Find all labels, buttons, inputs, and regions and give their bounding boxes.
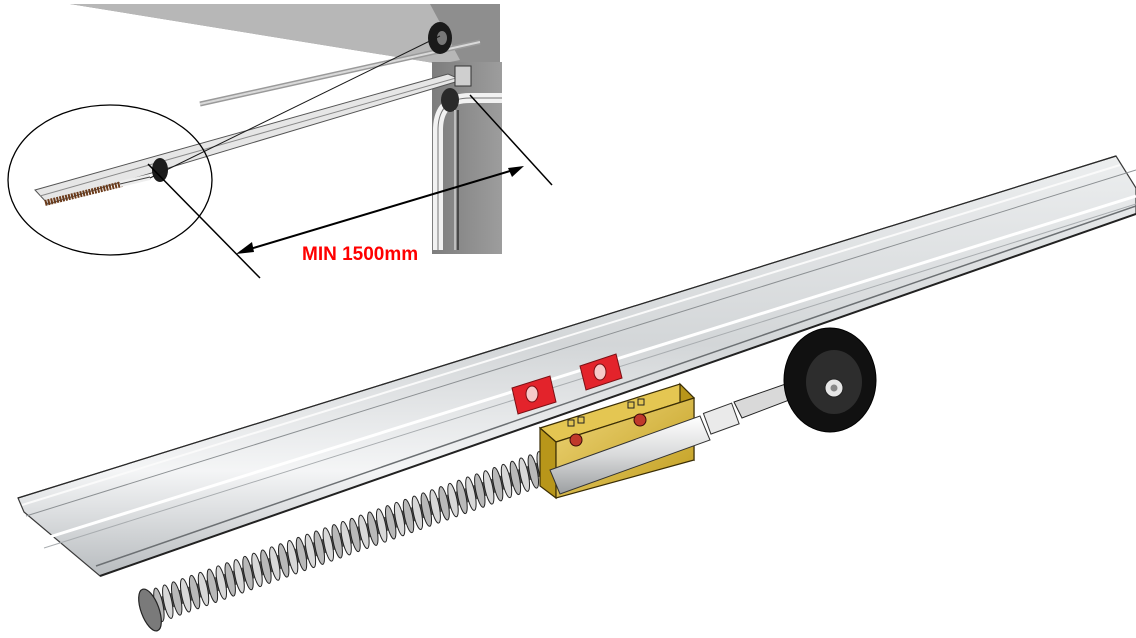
spring-coil: [251, 552, 263, 588]
top-view-inset: [7, 4, 553, 279]
spring-coil: [188, 574, 201, 610]
spring-coil: [527, 454, 539, 489]
spring-coil: [411, 495, 424, 530]
spring-coil: [509, 460, 522, 496]
spring-coil: [269, 546, 281, 581]
spring-coil: [278, 543, 290, 578]
pulley-assembly: [702, 327, 877, 435]
spring-coil: [242, 555, 254, 591]
mini-spring: [44, 181, 123, 206]
spring-coil: [420, 492, 432, 527]
spring-coil: [376, 508, 388, 543]
spring-coil: [429, 489, 441, 524]
bracket-tube: [549, 415, 711, 495]
spring-coil: [456, 479, 468, 515]
spring-coil: [465, 476, 477, 511]
spring-coil: [385, 505, 397, 540]
detail-circle: [7, 104, 213, 256]
spring-coil: [331, 524, 343, 559]
spring-coil: [483, 470, 495, 505]
ceiling-panel: [70, 4, 500, 250]
spring-coil: [295, 536, 308, 572]
red-clips: [511, 353, 623, 415]
spring-coil: [304, 533, 317, 569]
spring-coil: [322, 527, 334, 562]
spring-coil: [171, 581, 183, 616]
spring-coil: [197, 571, 210, 607]
spring-coil: [402, 498, 415, 534]
spring-coil: [260, 549, 272, 584]
spring-end-cap: [138, 588, 162, 632]
spring-coil: [224, 562, 236, 597]
spring-coil: [474, 473, 486, 508]
spring-coil: [233, 559, 245, 594]
spring-coil: [162, 584, 174, 619]
spring-bracket: [538, 382, 711, 500]
spring-coil: [358, 514, 370, 549]
spring-coil: [367, 511, 379, 546]
spring-coil: [438, 486, 450, 521]
spring-coil: [491, 467, 504, 502]
spring-coil: [286, 540, 299, 575]
rail: [17, 155, 1136, 577]
spring-coil: [349, 517, 361, 553]
spring-coil: [500, 463, 513, 499]
spring-coil: [447, 482, 459, 518]
spring-coil: [393, 501, 406, 537]
dimension-label: MIN 1500mm: [302, 244, 419, 265]
spring-coil: [340, 521, 352, 556]
spring-coil: [518, 457, 530, 492]
spring-coil: [215, 565, 227, 600]
spring-coil: [313, 530, 325, 565]
spring-coil: [180, 578, 192, 613]
spring-coil: [206, 568, 219, 603]
